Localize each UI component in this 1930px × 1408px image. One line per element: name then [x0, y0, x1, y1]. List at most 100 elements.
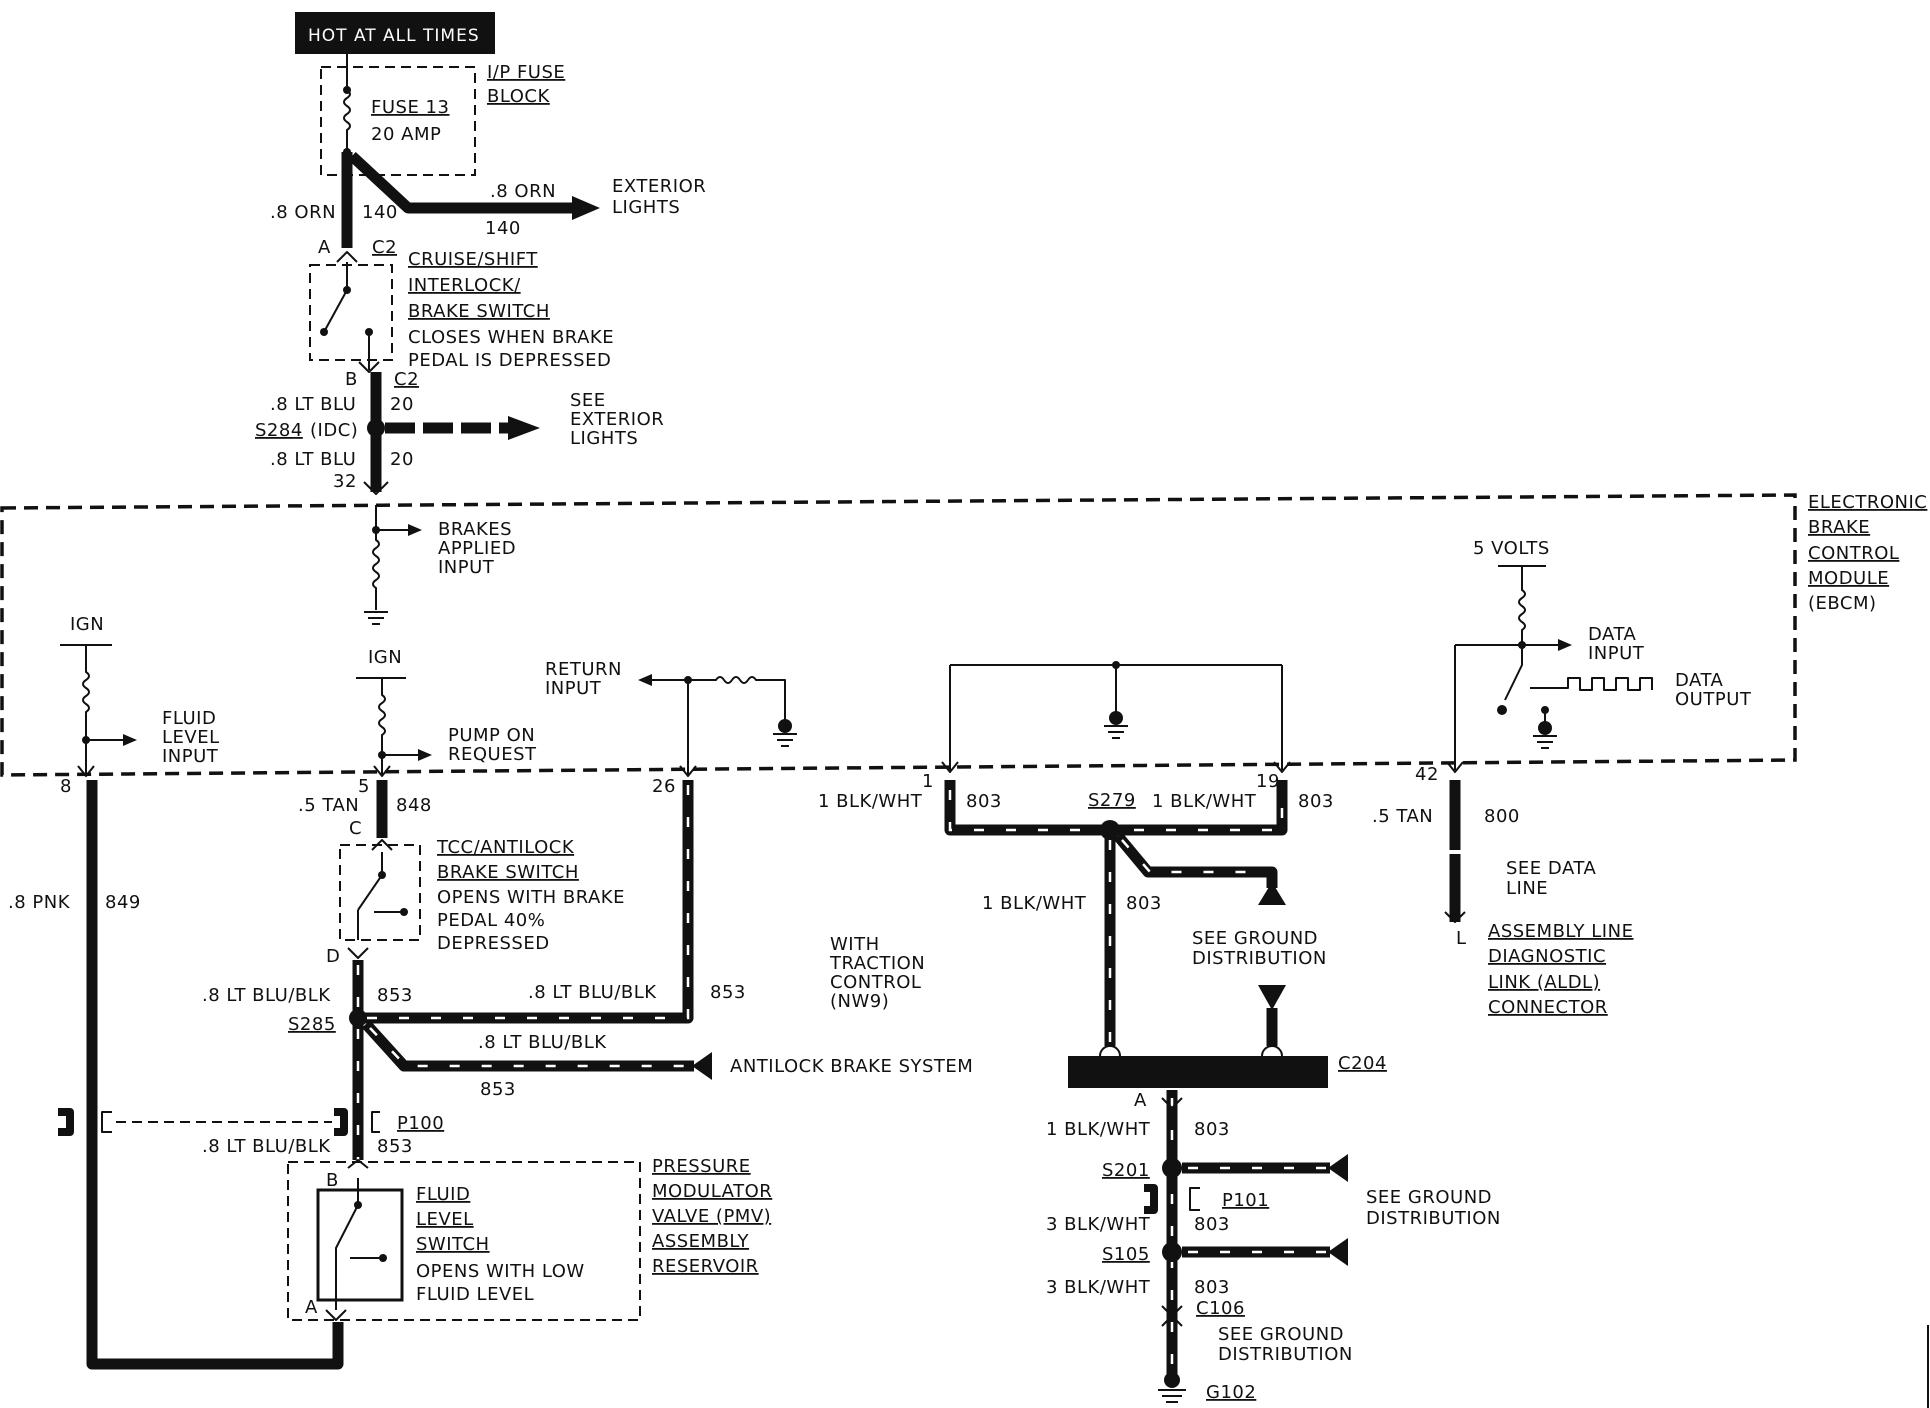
- tcc-conn-c: C: [349, 818, 362, 839]
- five-volts-label: 5 VOLTS: [1473, 538, 1550, 559]
- lower-see-ground-2: DISTRIBUTION: [1366, 1208, 1501, 1229]
- return-input-label-1: RETURN: [545, 659, 622, 680]
- fluid-level-circuit: [82, 645, 90, 775]
- p100-connector-left-inner: [101, 1111, 112, 1133]
- pin-19-connector: [1273, 761, 1291, 773]
- pin-8-label: 8: [60, 776, 72, 797]
- s285-gauge-left: .8 LT BLU/BLK: [202, 985, 331, 1006]
- cruise-connector-bottom: [358, 361, 380, 373]
- tcc-connector-top: [371, 839, 393, 851]
- traction-label-2: TRACTION: [829, 953, 925, 974]
- cruise-switch-left-contact: [320, 328, 328, 336]
- pmv-connector-bottom: [325, 1309, 347, 1321]
- data-line-see-1: SEE DATA: [1506, 858, 1596, 879]
- exterior-lights-label-1: EXTERIOR: [612, 176, 706, 197]
- fluid-level-switch-contacts: [335, 1178, 380, 1310]
- brakes-applied-label-1: BRAKES: [438, 519, 512, 540]
- p100-circuit: 853: [377, 1136, 413, 1157]
- tan-circuit: 848: [396, 795, 432, 816]
- s284-branch-arrow: [508, 416, 540, 440]
- pin-1-gauge: 1 BLK/WHT: [818, 791, 923, 812]
- orn-gauge-left: .8 ORN: [270, 202, 336, 223]
- cruise-label-2: INTERLOCK/: [408, 275, 521, 296]
- cruise-note-1: CLOSES WHEN BRAKE: [408, 327, 614, 348]
- s279-ground-arrow: [1258, 882, 1286, 905]
- fuse-block-label-1: I/P FUSE: [487, 62, 565, 83]
- tcc-switch-contact: [400, 908, 408, 916]
- exterior-lights-label-2: LIGHTS: [612, 197, 680, 218]
- ground-bus-tracer: [948, 790, 1284, 832]
- c204-connector-bar: [1068, 1056, 1328, 1088]
- tcc-switch-pivot: [378, 871, 386, 879]
- fluid-switch-label-2: LEVEL: [416, 1209, 474, 1230]
- lower-gauge-c: 3 BLK/WHT: [1046, 1277, 1151, 1298]
- aldl-label-2: DIAGNOSTIC: [1488, 946, 1606, 967]
- abs-branch-arrow: [692, 1052, 712, 1080]
- pin-8-connector: [77, 765, 95, 777]
- fuse-13-label: FUSE 13: [371, 97, 449, 118]
- p100-label: P100: [397, 1113, 444, 1134]
- aldl-label-3: LINK (ALDL): [1488, 972, 1600, 993]
- pump-on-label-1: PUMP ON: [448, 725, 535, 746]
- cruise-conn-c2-bottom: C2: [394, 369, 419, 390]
- fluid-level-label-3: INPUT: [162, 746, 219, 767]
- return-input-label-2: INPUT: [545, 678, 602, 699]
- cruise-connector-top: [336, 251, 358, 263]
- s279-circuit: 803: [1126, 893, 1162, 914]
- return-ground-icon: [773, 733, 797, 747]
- abs-circuit: 853: [480, 1079, 516, 1100]
- ign-mid-label: IGN: [368, 647, 402, 668]
- p100-connector-right: [371, 1111, 380, 1133]
- s284-see-1: SEE: [570, 390, 606, 411]
- ign-left-label: IGN: [70, 614, 104, 635]
- traction-label-1: WITH: [830, 934, 880, 955]
- ebcm-label-3: CONTROL: [1808, 543, 1899, 564]
- p100-gauge: .8 LT BLU/BLK: [202, 1136, 331, 1157]
- tcc-connector-bottom: [347, 947, 369, 959]
- s279-label: S279: [1088, 790, 1136, 811]
- s284-label: S284: [255, 420, 303, 441]
- cruise-switch-outline: [309, 264, 393, 361]
- brakes-applied-arrow: [408, 524, 422, 536]
- pin-19-label: 19: [1256, 771, 1280, 792]
- cruise-label-3: BRAKE SWITCH: [408, 301, 550, 322]
- pump-on-node: [378, 751, 386, 759]
- brakes-applied-node: [372, 526, 380, 534]
- ebcm-ground-node: [1112, 661, 1120, 669]
- c106-label: C106: [1196, 1298, 1245, 1319]
- data-output-label-2: OUTPUT: [1675, 689, 1752, 710]
- pump-on-circuit: [378, 678, 386, 775]
- pmv-label-5: RESERVOIR: [652, 1256, 759, 1277]
- pin-42-connector: [1446, 761, 1464, 773]
- pmv-assembly-outline: [287, 1161, 641, 1321]
- traction-label-4: (NW9): [830, 991, 889, 1012]
- fluid-switch-note-1: OPENS WITH LOW: [416, 1261, 585, 1282]
- lower-see-ground-1: SEE GROUND: [1366, 1187, 1492, 1208]
- tcc-label-2: BRAKE SWITCH: [437, 862, 579, 883]
- s279-ground-arrow-lower: [1258, 985, 1286, 1010]
- pin-26-tracer: [365, 785, 690, 1020]
- ebcm-label-4: MODULE: [1808, 568, 1889, 589]
- orn-gauge-right: .8 ORN: [490, 181, 556, 202]
- pin-19-gauge: 1 BLK/WHT: [1152, 791, 1257, 812]
- cruise-switch-contacts: [323, 262, 370, 370]
- pin-1-circuit: 803: [966, 791, 1002, 812]
- data-input-node: [1518, 641, 1526, 649]
- fluid-switch-label-1: FLUID: [416, 1184, 470, 1205]
- fluid-switch-contact: [379, 1254, 387, 1262]
- pnk-wire: [86, 780, 344, 1370]
- data-switch-pivot: [1497, 705, 1507, 715]
- fuse-terminal-top: [343, 86, 351, 94]
- exterior-lights-arrow: [572, 196, 600, 220]
- aldl-label-4: CONNECTOR: [1488, 997, 1608, 1018]
- return-input-circuit: [650, 676, 786, 775]
- data-input-label-1: DATA: [1588, 624, 1637, 645]
- lower-gauge-b: 3 BLK/WHT: [1046, 1214, 1151, 1235]
- data-line-circuit: 800: [1484, 806, 1520, 827]
- fuse-element: [343, 54, 351, 152]
- lower-gauge-a: 1 BLK/WHT: [1046, 1119, 1151, 1140]
- brakes-applied-circuit: [372, 505, 380, 610]
- data-ground-icon: [1533, 735, 1557, 749]
- c106-connector: [1161, 1305, 1183, 1327]
